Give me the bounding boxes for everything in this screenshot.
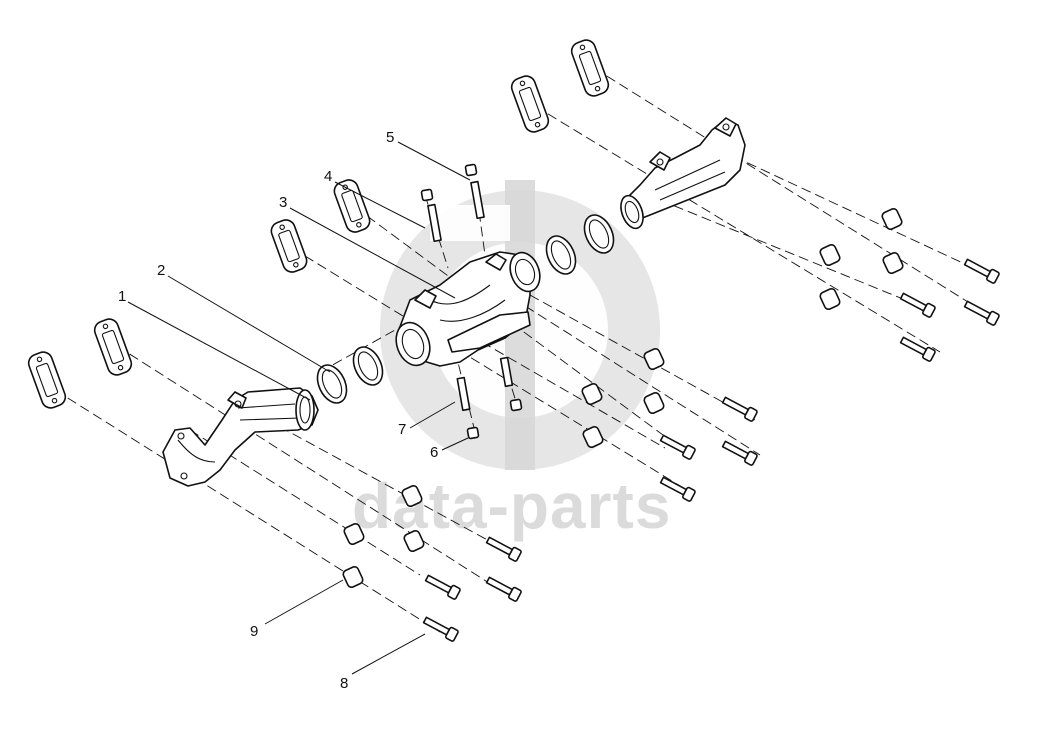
callout-9: 9 bbox=[250, 623, 258, 640]
stud-bottom-right bbox=[499, 356, 523, 412]
callout-7: 7 bbox=[398, 421, 406, 438]
gasket-right-outer bbox=[570, 39, 610, 97]
callout-1: 1 bbox=[118, 288, 126, 305]
manifold-pipe-left bbox=[162, 387, 319, 487]
spacers bbox=[342, 207, 904, 589]
o-ring-right-2 bbox=[583, 214, 615, 254]
bolts bbox=[422, 258, 1000, 642]
manifold-pipe-right bbox=[620, 117, 746, 230]
leader-lines bbox=[127, 141, 471, 675]
callout-2: 2 bbox=[157, 262, 165, 279]
o-ring-left-1 bbox=[316, 364, 348, 404]
gasket-center-right bbox=[333, 179, 371, 233]
stud-top-left bbox=[420, 188, 442, 243]
callout-4: 4 bbox=[324, 168, 332, 185]
callout-3: 3 bbox=[279, 194, 287, 211]
gasket-left-outer bbox=[27, 351, 67, 409]
o-ring-right-1 bbox=[545, 235, 577, 275]
gasket-center-left bbox=[270, 219, 308, 273]
stud-bottom-left bbox=[456, 376, 480, 440]
stud-top-right bbox=[464, 163, 485, 220]
gasket-right-inner bbox=[510, 75, 550, 133]
o-ring-left-2 bbox=[352, 346, 384, 386]
manifold-center-body bbox=[395, 251, 541, 367]
callout-6: 6 bbox=[430, 444, 438, 461]
gasket-left-inner bbox=[93, 318, 133, 376]
callout-5: 5 bbox=[386, 129, 394, 146]
watermark-text: data-parts bbox=[352, 470, 671, 542]
callout-8: 8 bbox=[340, 675, 348, 692]
